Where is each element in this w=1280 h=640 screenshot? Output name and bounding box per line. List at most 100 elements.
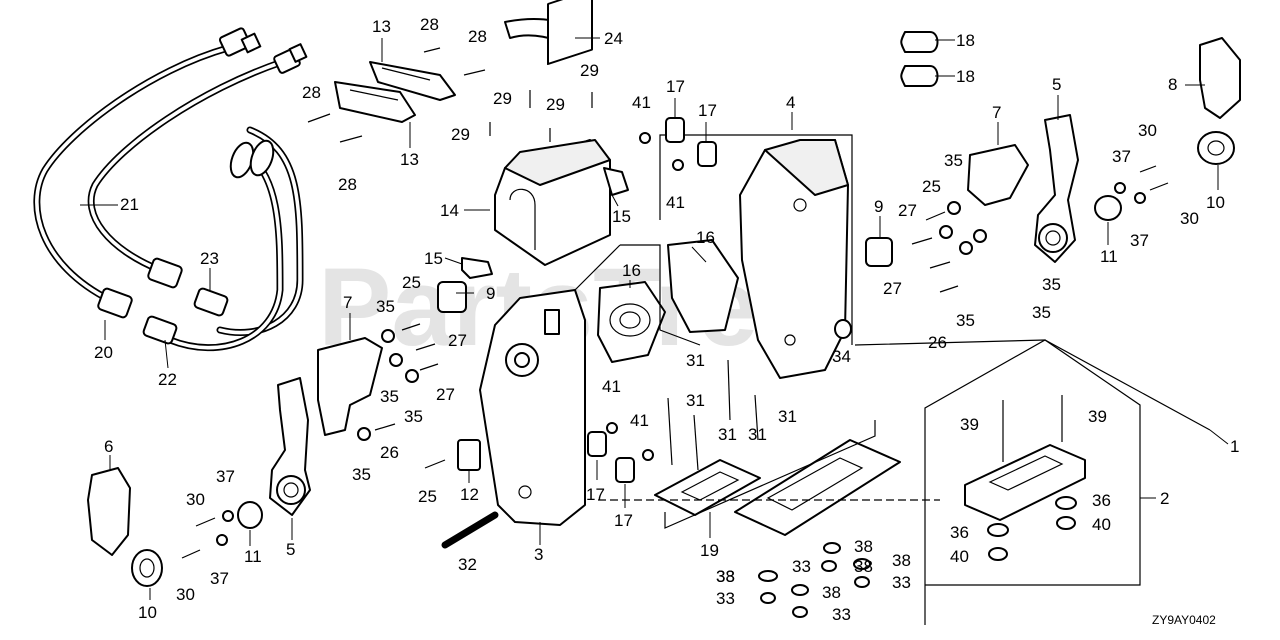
callout-33-d: 33 (832, 605, 851, 624)
callout-33-b: 33 (792, 557, 811, 576)
callout-7-b: 7 (992, 103, 1001, 122)
callout-numbers: 1 2 3 4 5 5 6 7 7 8 9 9 10 10 11 11 12 1… (94, 15, 1239, 624)
callout-41-b: 41 (666, 193, 685, 212)
callout-31-d: 31 (718, 425, 737, 444)
gear-plate-part-16-a (597, 281, 666, 363)
grip-part-8 (1199, 37, 1241, 119)
mount-block-part-2 (964, 444, 1086, 521)
callout-5-b: 5 (286, 540, 295, 559)
leader-lines (80, 37, 1229, 600)
grommet-part-9-b (865, 237, 893, 267)
callout-35-d: 35 (352, 465, 371, 484)
control-case-part-3 (479, 289, 586, 526)
callout-32: 32 (458, 555, 477, 574)
callout-25-b: 25 (418, 487, 437, 506)
cap-part-10-a (131, 549, 163, 587)
callout-11-b: 11 (244, 547, 262, 566)
callout-17-d: 17 (614, 511, 633, 530)
bolt-part-32 (441, 511, 499, 549)
callout-34: 34 (832, 347, 851, 366)
callout-30-a: 30 (1138, 121, 1157, 140)
callout-39-b: 39 (1088, 407, 1107, 426)
callout-33-a: 33 (892, 573, 911, 592)
callout-23: 23 (200, 249, 219, 268)
clip-part-17-d (615, 457, 635, 483)
clip-part-17-c (587, 431, 607, 457)
mount-plate (734, 439, 901, 536)
callout-27-d: 27 (883, 279, 902, 298)
callout-28-c: 28 (302, 83, 321, 102)
callout-26-a: 26 (380, 443, 399, 462)
arm-part-5-b (1034, 114, 1079, 263)
callout-16-b: 16 (622, 261, 641, 280)
callout-27-a: 27 (448, 331, 467, 350)
callout-37-d: 37 (210, 569, 229, 588)
callout-5-a: 5 (1052, 75, 1061, 94)
cap-part-10-b (1197, 131, 1235, 165)
callout-38-e: 38 (854, 557, 873, 576)
assembly-frame-3 (620, 244, 701, 346)
grip-part-6 (87, 467, 131, 556)
clip-part-15-b (603, 167, 629, 196)
callout-38-b: 38 (892, 551, 911, 570)
callout-36-b: 36 (950, 523, 969, 542)
grommet-part-9-a (437, 281, 467, 313)
screw-set-small (181, 47, 1169, 559)
plug-part-18-a (900, 31, 939, 53)
callout-9-b: 9 (486, 284, 495, 303)
callout-29-d: 29 (451, 125, 470, 144)
callout-18-a: 18 (956, 31, 975, 50)
callout-37-b: 37 (1130, 231, 1149, 250)
callout-13-b: 13 (400, 150, 419, 169)
callout-15-b: 15 (612, 207, 631, 226)
clip-part-17-a (665, 117, 685, 143)
callout-40-a: 40 (1092, 515, 1111, 534)
screw-set-part-31 (667, 359, 759, 471)
callout-31-b: 31 (686, 391, 705, 410)
control-case-part-4 (739, 139, 849, 379)
callout-19: 19 (700, 541, 719, 560)
callout-35-f: 35 (1042, 275, 1061, 294)
hardware-washers-nuts (216, 132, 1146, 618)
callout-33-c: 33 (716, 589, 735, 608)
callout-35-c: 35 (404, 407, 423, 426)
callout-35-a: 35 (376, 297, 395, 316)
callout-35-h: 35 (956, 311, 975, 330)
bracket-part-13 (334, 61, 456, 123)
callout-17-a: 17 (666, 77, 685, 96)
callout-11-a: 11 (1100, 247, 1118, 266)
assembly-frame-1 (854, 339, 1211, 431)
callout-2: 2 (1160, 489, 1169, 508)
callout-35-e: 35 (944, 151, 963, 170)
callout-27-c: 27 (898, 201, 917, 220)
callout-26-b: 26 (928, 333, 947, 352)
callout-41-d: 41 (630, 411, 649, 430)
lever-part-7-a (317, 337, 383, 436)
assembly-frame-5 (574, 244, 621, 291)
callout-29-c: 29 (546, 95, 565, 114)
callout-28-d: 28 (338, 175, 357, 194)
callout-31-a: 31 (686, 351, 705, 370)
plug-part-18-b (900, 65, 939, 87)
callout-38-c: 38 (822, 583, 841, 602)
callout-6: 6 (104, 437, 113, 456)
arm-part-5-a (269, 377, 311, 516)
callout-39-a: 39 (960, 415, 979, 434)
drawing-code: ZY9AY0402 (1152, 613, 1216, 627)
callout-8: 8 (1168, 75, 1177, 94)
callout-30-b: 30 (1180, 209, 1199, 228)
callout-36-a: 36 (1092, 491, 1111, 510)
callout-38-a: 38 (854, 537, 873, 556)
gasket-part-19 (654, 459, 761, 516)
callout-30-c: 30 (186, 490, 205, 509)
knob-part-11-a (237, 501, 263, 529)
callout-37-c: 37 (216, 467, 235, 486)
callout-33-e: 33 (716, 567, 735, 586)
switch-part-12 (457, 439, 481, 471)
callout-31-e: 31 (748, 425, 767, 444)
assembly-frame-19 (664, 420, 876, 529)
callout-22: 22 (158, 370, 177, 389)
callout-10-a: 10 (138, 603, 157, 622)
callout-25-a: 25 (402, 273, 421, 292)
callout-1: 1 (1230, 437, 1239, 456)
